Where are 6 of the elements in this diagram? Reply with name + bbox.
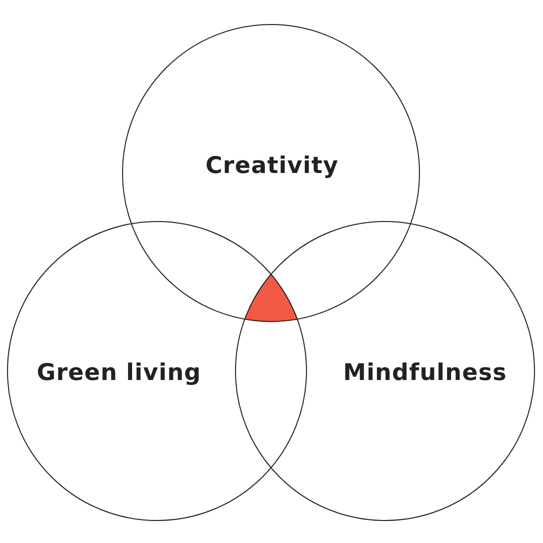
venn-circle	[235, 221, 535, 521]
venn-circle	[122, 24, 420, 322]
circle-label: Creativity	[205, 153, 339, 179]
circle-label: Mindfulness	[343, 360, 507, 386]
circle-label: Green living	[36, 360, 202, 386]
venn-circle	[7, 221, 307, 521]
